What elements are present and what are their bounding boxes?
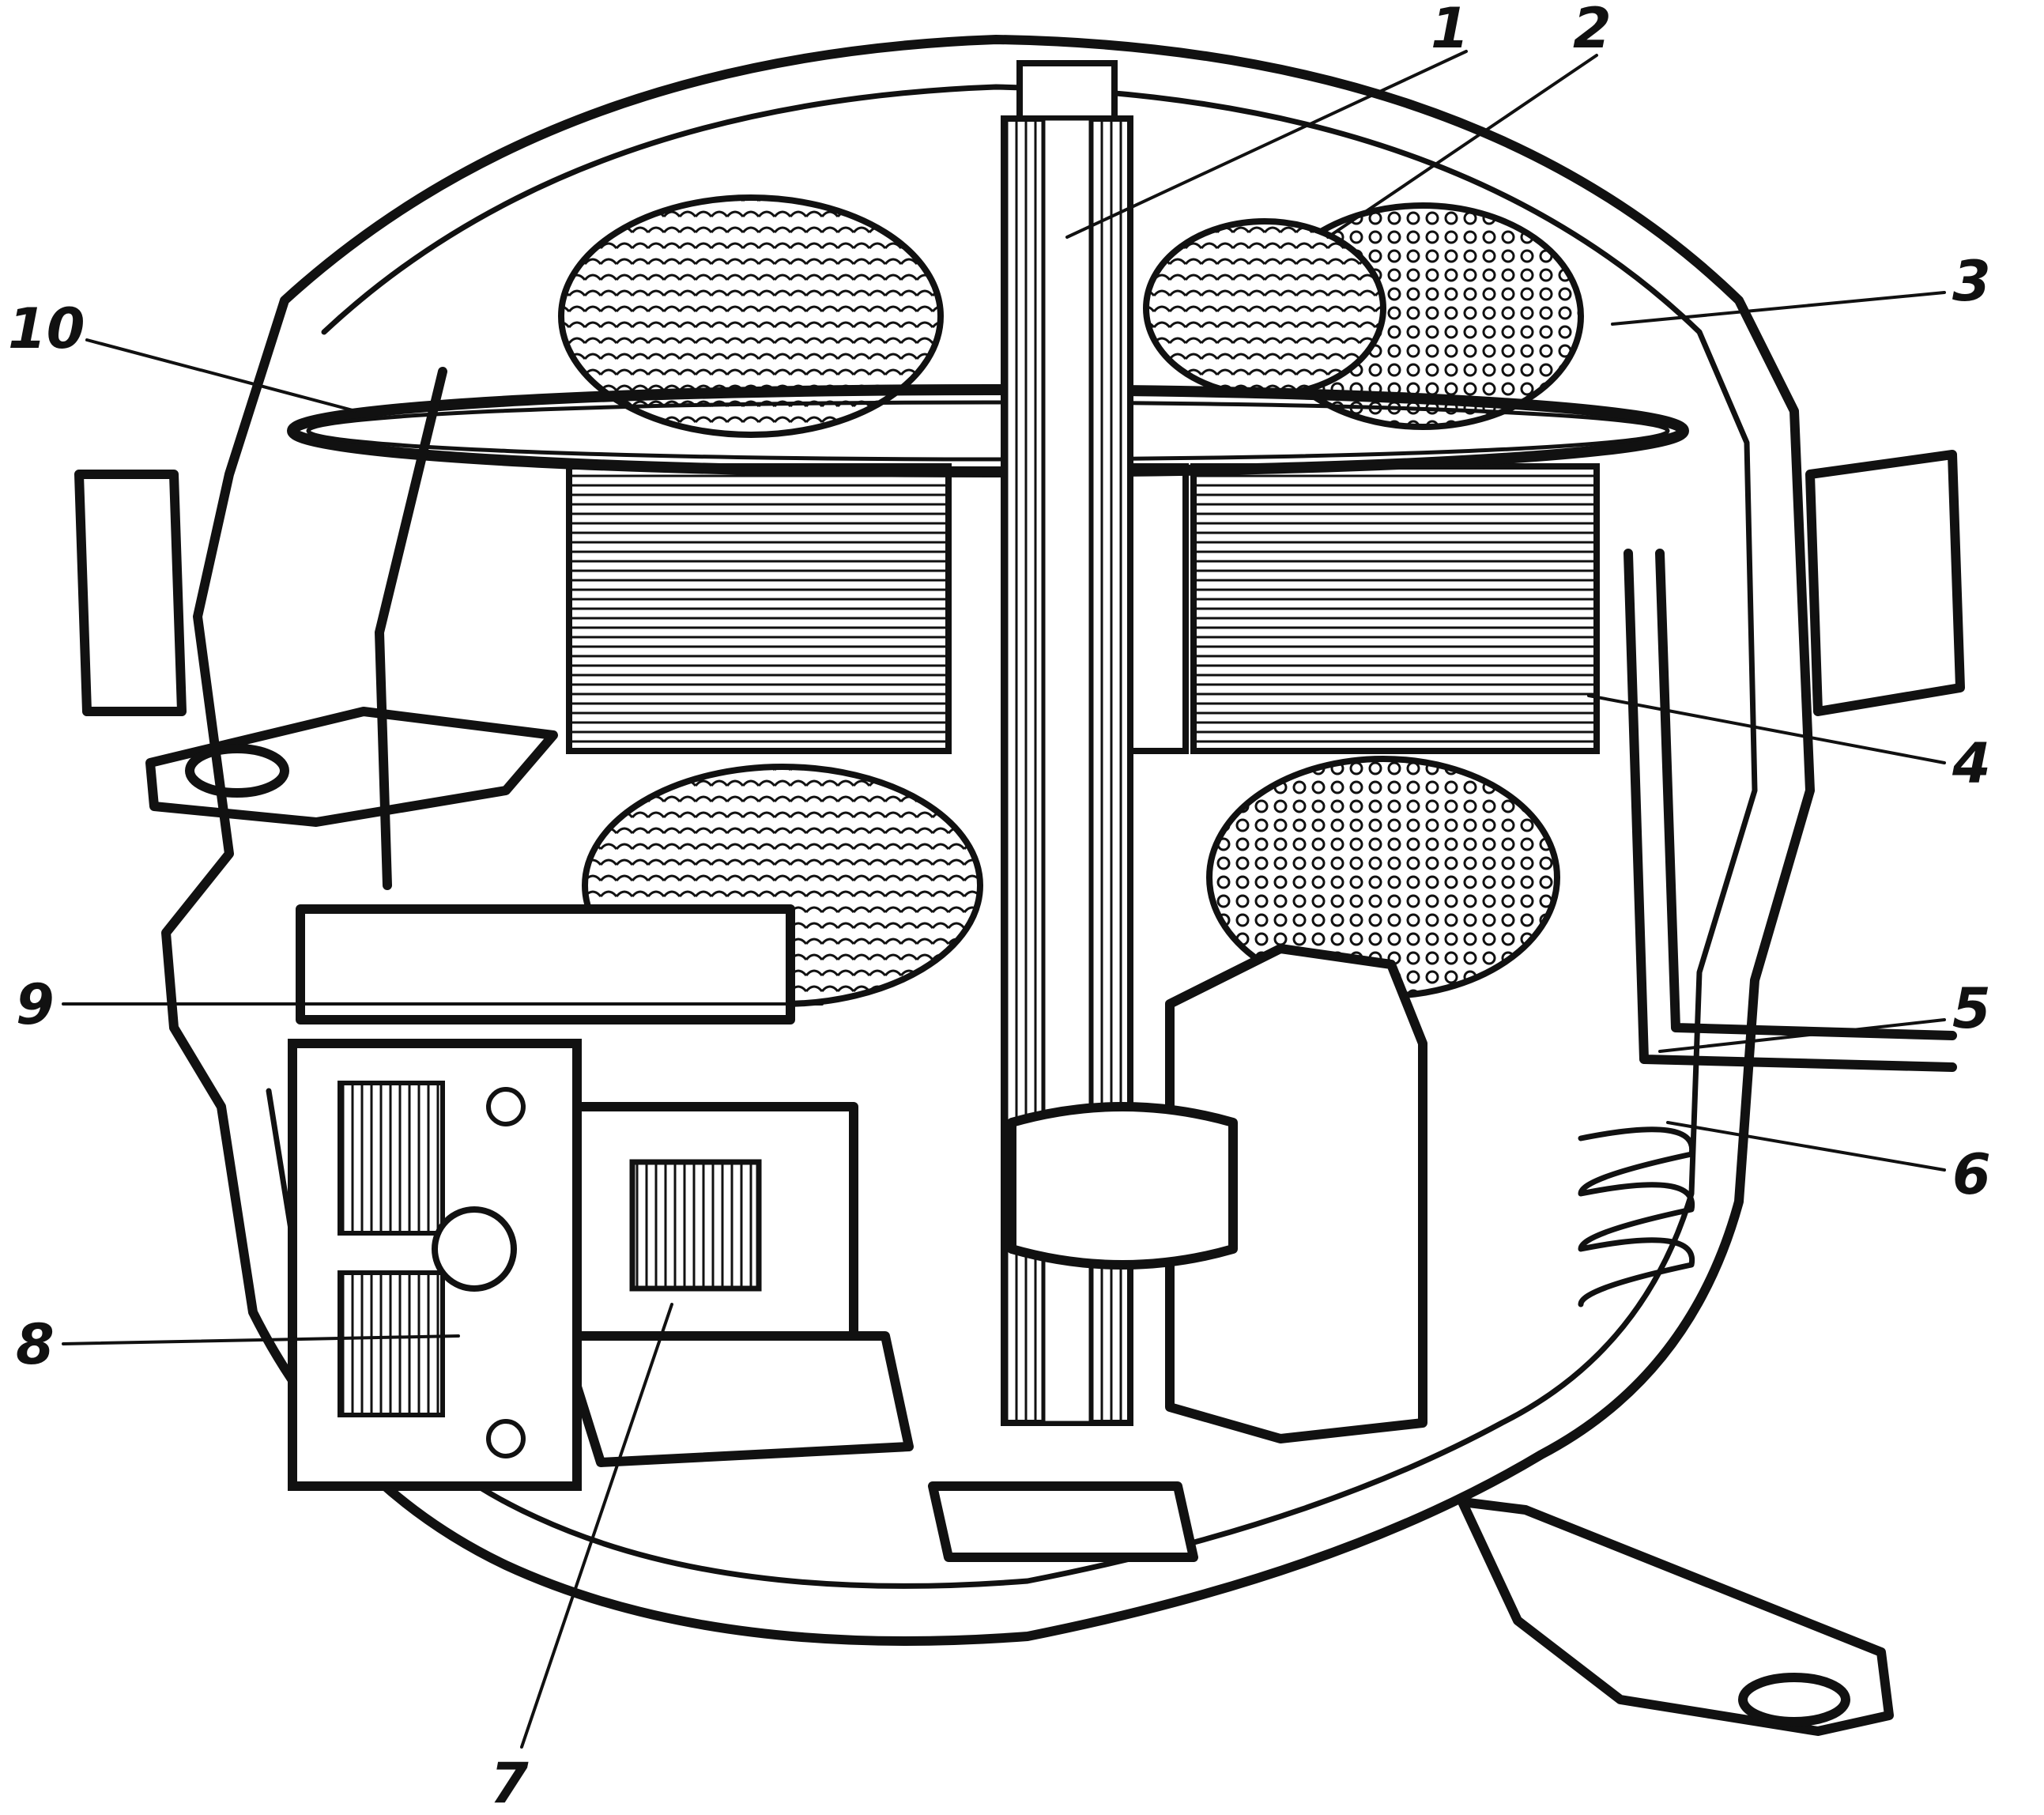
callout-6: 6 — [1952, 1142, 1991, 1207]
callout-7: 7 — [490, 1751, 529, 1815]
callout-leaders — [62, 50, 1946, 1749]
callout-8: 8 — [16, 1312, 55, 1377]
callout-labels: 1 2 3 4 5 6 7 8 9 10 — [8, 0, 1991, 1815]
callout-4: 4 — [1952, 731, 1991, 796]
callout-1: 1 — [1431, 0, 1469, 61]
stator-core — [566, 463, 1600, 754]
callout-10: 10 — [8, 296, 85, 361]
callout-3: 3 — [1952, 249, 1991, 314]
upper-windings — [558, 194, 1584, 438]
suspension-ring — [287, 384, 1689, 477]
valve-plate — [288, 1039, 582, 1491]
callout-2: 2 — [1573, 0, 1612, 61]
compressor-casing — [74, 35, 1965, 1646]
callout-9: 9 — [16, 972, 55, 1037]
suspension-spring — [1578, 1126, 1695, 1307]
callout-5: 5 — [1952, 976, 1991, 1041]
compressor-frame — [296, 904, 1427, 1562]
